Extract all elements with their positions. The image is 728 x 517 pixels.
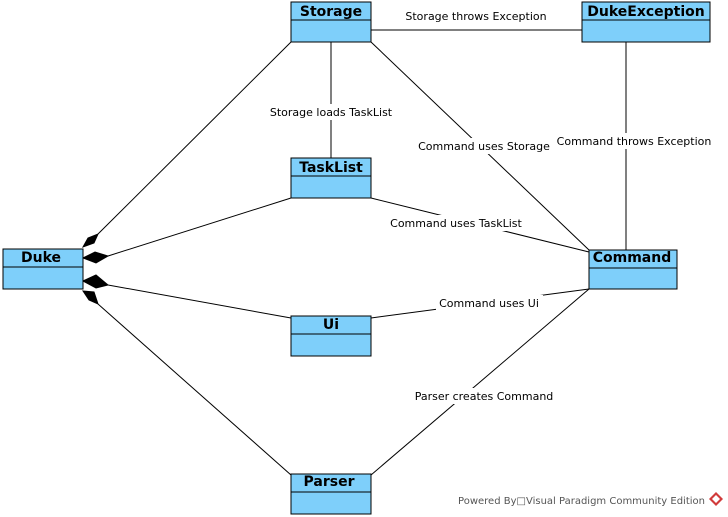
watermark: Powered By□Visual Paradigm Community Edi… — [458, 492, 723, 507]
line-parser-command — [370, 288, 590, 476]
line-duke-storage — [97, 41, 292, 235]
association-labels: Storage throws Exception Storage loads T… — [267, 8, 714, 404]
class-name-storage: Storage — [300, 4, 362, 20]
label-command-uses-storage: Command uses Storage — [418, 140, 550, 153]
label-storage-throws-exception: Storage throws Exception — [405, 10, 546, 23]
class-name-duke: Duke — [21, 250, 61, 266]
composition-diamonds — [81, 233, 110, 305]
class-ui[interactable]: Ui — [290, 315, 372, 357]
filled-diamond-icon — [81, 274, 110, 289]
class-name-parser: Parser — [304, 474, 355, 490]
label-storage-loads-tasklist: Storage loads TaskList — [270, 106, 393, 119]
label-command-throws-exception: Command throws Exception — [557, 135, 712, 148]
class-storage[interactable]: Storage — [290, 1, 372, 43]
class-name-tasklist: TaskList — [299, 160, 363, 176]
label-command-uses-tasklist: Command uses TaskList — [390, 217, 522, 230]
class-name-ui: Ui — [323, 317, 339, 333]
visual-paradigm-logo-icon — [709, 492, 723, 506]
class-parser[interactable]: Parser — [290, 473, 372, 515]
watermark-text: Powered By□Visual Paradigm Community Edi… — [458, 496, 705, 507]
class-name-command: Command — [593, 250, 672, 266]
filled-diamond-icon — [82, 290, 99, 305]
label-command-uses-ui: Command uses Ui — [439, 297, 539, 310]
class-name-dukeexception: DukeException — [587, 4, 705, 20]
class-command[interactable]: Command — [588, 249, 678, 290]
line-duke-parser — [97, 303, 292, 476]
label-parser-creates-command: Parser creates Command — [415, 390, 554, 403]
class-dukeexception[interactable]: DukeException — [581, 1, 711, 43]
class-tasklist[interactable]: TaskList — [290, 157, 372, 199]
filled-diamond-icon — [81, 251, 110, 264]
association-lines — [97, 29, 627, 476]
line-duke-tasklist — [107, 197, 292, 257]
line-duke-ui — [107, 284, 292, 319]
class-duke[interactable]: Duke — [2, 248, 84, 290]
filled-diamond-icon — [81, 233, 99, 248]
